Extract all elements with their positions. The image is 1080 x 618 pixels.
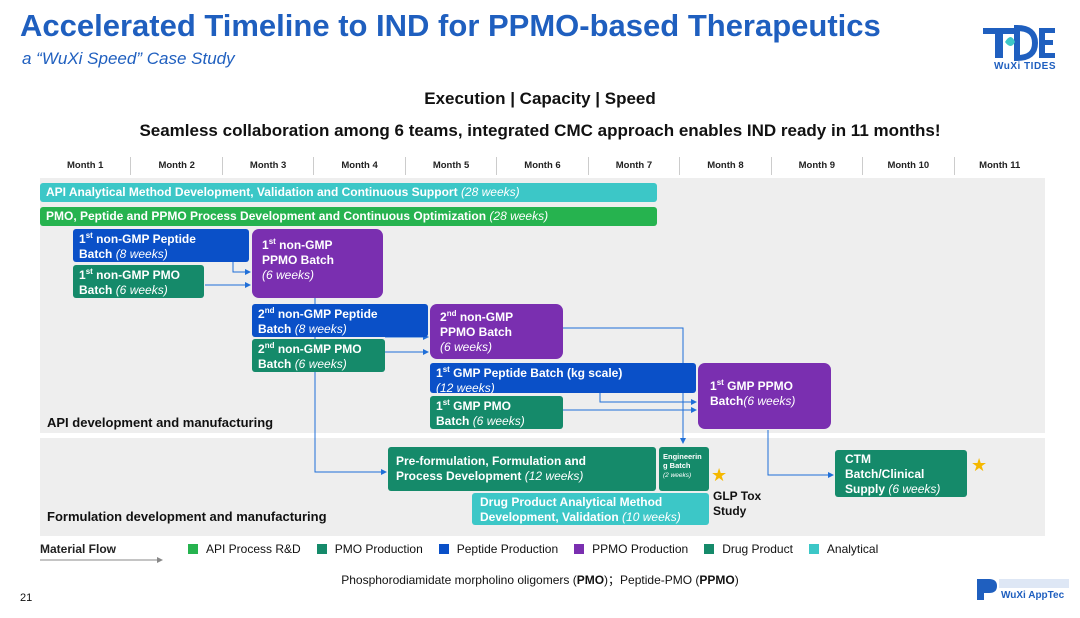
glp-tox-study-label: GLP Tox Study [713,489,762,518]
bar-label: API Analytical Method Development, Valid… [46,185,458,199]
legend-swatch [704,544,715,554]
gmp-pmo-batch: 1st GMP PMO Batch (6 weeks) [430,396,563,429]
star-icon: ★ [971,455,988,475]
bar-duration: (28 weeks) [460,185,520,199]
ctm-batch-bar: CTM Batch/Clinical Supply (6 weeks) [835,450,967,497]
legend-swatch [438,544,449,554]
month-label: Month 4 [313,157,404,175]
gmp-ppmo-batch: 1st GMP PPMO Batch(6 weeks) [698,363,831,429]
bar-label: PMO, Peptide and PPMO Process Developmen… [46,209,487,223]
gmp-peptide-batch: 1st GMP Peptide Batch (kg scale) (12 wee… [430,363,696,393]
month-label: Month 5 [404,157,496,175]
engineering-batch-bar: Engineerin g Batch (2 weeks) [659,447,709,491]
footnote: Phosphorodiamidate morpholino oligomers … [341,573,739,587]
bar-duration: (28 weeks) [489,209,549,223]
formulation-section-label: Formulation development and manufacturin… [47,509,327,524]
tagline: Execution | Capacity | Speed [424,89,656,108]
slide-subtitle: a “WuXi Speed” Case Study [22,49,235,68]
wuxi-apptec-logo: WuXi AppTec [977,579,1069,601]
page-number: 21 [20,592,33,604]
month-label: Month 3 [221,157,313,175]
preformulation-bar: Pre-formulation, Formulation and Process… [388,447,656,491]
month-label: Month 2 [130,157,221,175]
month-header-row: Month 1 Month 2 Month 3 Month 4 Month 5 … [40,157,1045,175]
legend-item: PMO Production [316,542,423,556]
month-label: Month 8 [679,157,770,175]
legend-item: Drug Product [704,542,793,556]
logo-text: WuXi TIDES [993,61,1057,72]
non-gmp-ppmo-batch-2: 2nd non-GMP PPMO Batch (6 weeks) [430,304,563,359]
legend-item: API Process R&D [188,542,301,556]
legend: Material Flow API Process R&D PMO Produc… [40,540,894,558]
non-gmp-pmo-batch-1: 1st non-GMP PMO Batch (6 weeks) [73,265,204,298]
legend-swatch [808,544,819,554]
non-gmp-peptide-batch-2: 2nd non-GMP Peptide Batch (8 weeks) [252,304,428,337]
legend-swatch [574,544,585,554]
non-gmp-peptide-batch-1: 1st non-GMP Peptide Batch (8 weeks) [73,229,249,262]
process-development-bar: PMO, Peptide and PPMO Process Developmen… [40,207,657,226]
legend-swatch [316,544,327,554]
month-label: Month 6 [496,157,587,175]
star-icon: ★ [711,465,728,485]
non-gmp-ppmo-batch-1: 1st non-GMP PPMO Batch (6 weeks) [252,229,383,298]
non-gmp-pmo-batch-2: 2nd non-GMP PMO Batch (6 weeks) [252,339,385,372]
material-flow-arrow-icon [40,557,163,563]
slide-title: Accelerated Timeline to IND for PPMO-bas… [20,8,881,43]
month-label: Month 9 [770,157,862,175]
headline: Seamless collaboration among 6 teams, in… [139,121,941,140]
legend-swatch [188,544,198,554]
api-analytical-bar: API Analytical Method Development, Valid… [40,183,657,202]
month-label: Month 7 [587,157,679,175]
drug-product-analytical-bar: Drug Product Analytical Method Developme… [472,493,709,525]
month-label: Month 1 [67,160,104,171]
footer-logo-text: WuXi AppTec [1001,590,1065,601]
legend-item: PPMO Production [574,542,688,556]
wuxi-tides-logo [983,24,1055,62]
legend-item: Peptide Production [438,542,558,556]
month-label: Month 11 [953,157,1045,175]
legend-item: Analytical [808,542,878,556]
month-label: Month 10 [862,157,953,175]
legend-title: Material Flow [40,542,117,556]
api-section-label: API development and manufacturing [47,415,274,430]
